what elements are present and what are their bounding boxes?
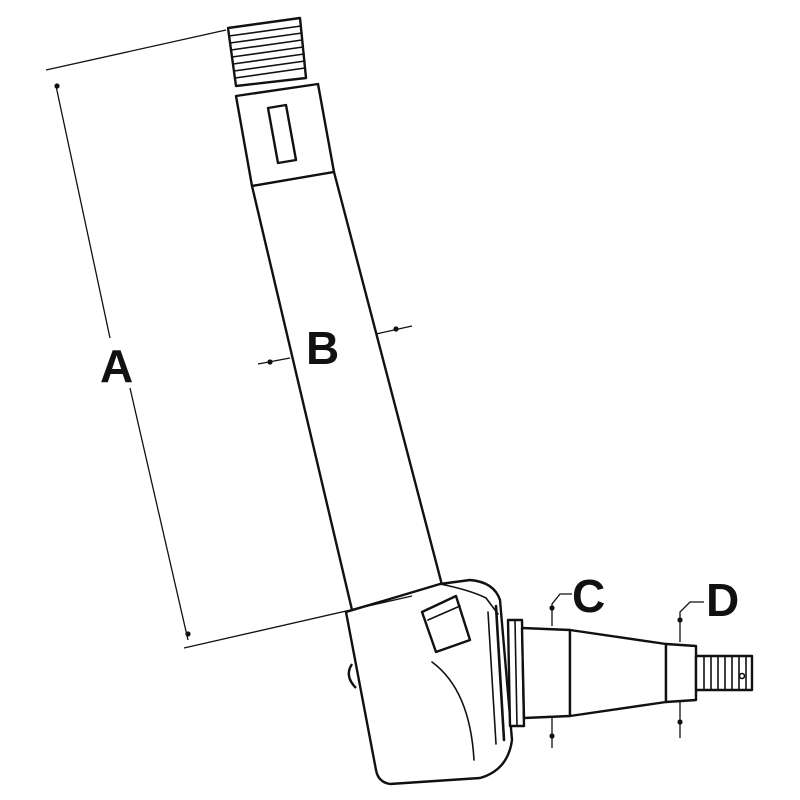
dimension-c: [549, 593, 572, 748]
knuckle-housing: [344, 578, 514, 786]
dimension-d: [677, 601, 704, 738]
top-spline: [226, 16, 308, 88]
label-b: B: [306, 322, 339, 374]
keyway-slot: [266, 103, 298, 165]
inner-journal: [520, 626, 572, 720]
main-shaft: [250, 170, 444, 612]
threaded-end: [694, 654, 754, 692]
outer-journal: [664, 642, 698, 704]
grease-boss: [420, 594, 472, 654]
label-d: D: [706, 574, 739, 626]
dimension-a: [45, 29, 413, 649]
label-a: A: [100, 340, 133, 392]
axle-taper: [568, 628, 668, 718]
label-c: C: [572, 570, 605, 622]
side-bump: [347, 663, 357, 689]
stub-axle: [506, 618, 754, 728]
cotter-hole: [738, 672, 746, 680]
dimension-b: [257, 325, 413, 365]
upper-collar: [234, 82, 336, 188]
